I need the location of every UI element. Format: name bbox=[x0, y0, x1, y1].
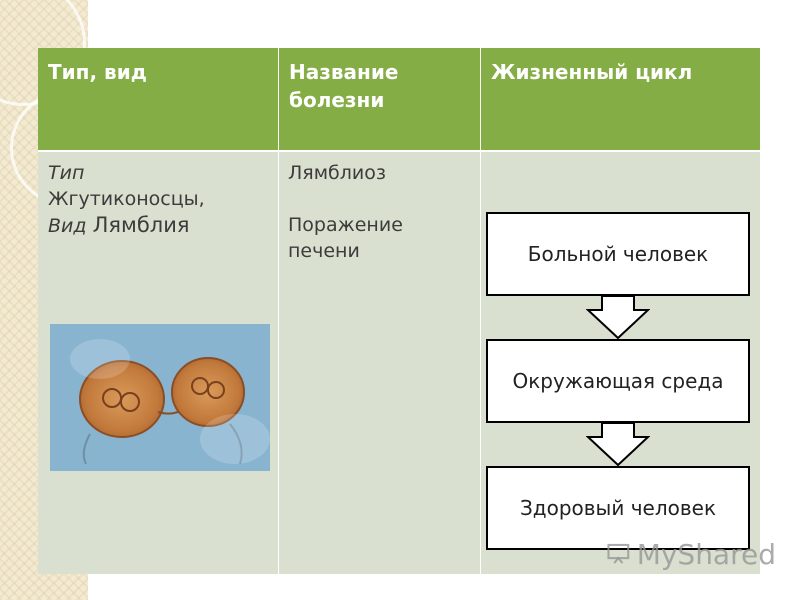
species-value: Лямблия bbox=[92, 213, 190, 237]
species-label: Вид bbox=[48, 215, 87, 237]
type-cell: Тип Жгутиконосцы, Вид Лямблия bbox=[48, 160, 273, 239]
column-divider bbox=[480, 48, 481, 574]
cycle-step-sick-person: Больной человек bbox=[486, 212, 750, 296]
header-text: Тип, вид bbox=[48, 60, 147, 84]
disease-name: Лямблиоз bbox=[288, 162, 386, 184]
cycle-step-environment: Окружающая среда bbox=[486, 339, 750, 423]
header-cell-type: Тип, вид bbox=[38, 48, 278, 150]
header-text: Название болезни bbox=[289, 60, 399, 112]
presentation-icon bbox=[607, 543, 630, 564]
type-value: Жгутиконосцы, bbox=[48, 188, 205, 210]
cycle-step-text: Здоровый человек bbox=[519, 496, 717, 520]
down-arrow-icon bbox=[586, 423, 650, 467]
giardia-microscope-image bbox=[50, 324, 270, 471]
down-arrow-icon bbox=[586, 296, 650, 340]
cycle-step-text: Больной человек bbox=[527, 242, 709, 266]
column-divider bbox=[278, 48, 279, 574]
cycle-step-text: Окружающая среда bbox=[512, 369, 724, 393]
header-cell-lifecycle: Жизненный цикл bbox=[481, 48, 760, 150]
row-divider bbox=[38, 150, 760, 152]
disease-table: Тип, вид Название болезни Жизненный цикл… bbox=[38, 48, 760, 574]
header-text: Жизненный цикл bbox=[491, 60, 693, 84]
disease-note: Поражение печени bbox=[288, 214, 403, 262]
watermark-text: MyShared bbox=[636, 537, 776, 571]
header-cell-disease: Название болезни bbox=[279, 48, 480, 150]
watermark: MyShared bbox=[606, 534, 776, 574]
cycle-step-healthy-person: Здоровый человек bbox=[486, 466, 750, 550]
disease-cell: Лямблиоз Поражение печени bbox=[288, 160, 473, 264]
type-label: Тип bbox=[48, 162, 85, 184]
